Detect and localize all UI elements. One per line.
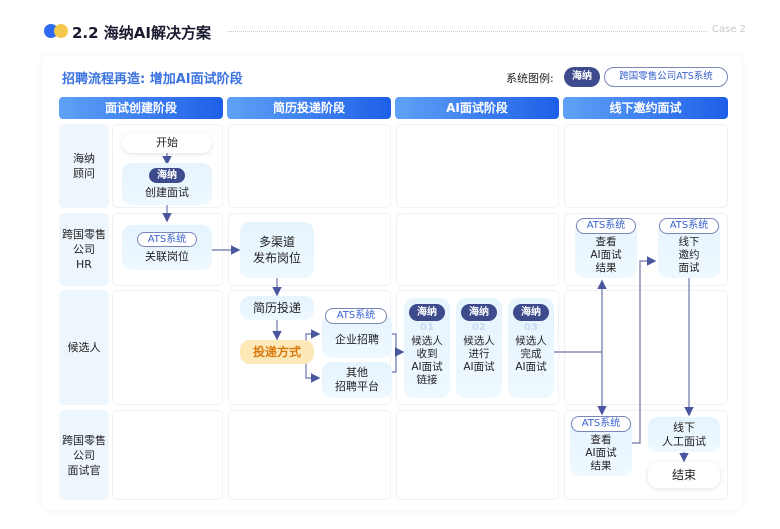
node-label: 候选人 收到 AI面试 链接 [411,335,443,386]
swimlane-cell [396,213,559,286]
legend-hn-badge: 海纳 [564,67,600,87]
legend-ats-badge: 跨国零售公司ATS系统 [604,67,728,87]
swimlane-cell [396,410,559,500]
role-label-hn-consultant: 海纳 顾问 [59,124,109,208]
swimlane-cell [564,290,728,405]
node-label: 创建面试 [145,186,189,199]
node-label: 候选人 进行 AI面试 [463,335,495,373]
node-ai-step-2: 海纳 02 候选人 进行 AI面试 [456,298,502,398]
phase-header-3: AI面试阶段 [395,97,559,119]
node-label: 线下 邀约 面试 [678,236,700,274]
node-create-interview: 海纳 创建面试 [122,163,212,205]
hn-badge: 海纳 [461,304,497,321]
node-label: 查看 AI面试 结果 [585,434,617,472]
node-ai-step-1: 海纳 01 候选人 收到 AI面试 链接 [404,298,450,398]
swimlane-cell [396,124,559,208]
step-number: 01 [420,322,434,333]
step-number: 02 [472,322,486,333]
ats-badge: ATS系统 [659,218,719,234]
node-hr-view-results: ATS系统 查看 AI面试 结果 [575,218,637,278]
swimlane-cell [228,124,391,208]
node-other-platforms: 其他 招聘平台 [322,362,392,398]
node-resume-submit: 简历投递 [240,296,314,320]
node-start: 开始 [122,133,212,153]
node-publish-job: 多渠道 发布岗位 [240,222,314,278]
swimlane-cell [112,410,223,500]
step-number: 03 [524,322,538,333]
diagram-subtitle: 招聘流程再造: 增加AI面试阶段 [62,72,243,87]
hn-badge: 海纳 [409,304,445,321]
node-end: 结束 [648,462,720,488]
node-interviewer-view-results: ATS系统 查看 AI面试 结果 [570,416,632,476]
role-label-candidate: 候选人 [59,290,109,405]
phase-header-4: 线下邀约面试 [563,97,728,119]
node-ai-step-3: 海纳 03 候选人 完成 AI面试 [508,298,554,398]
logo-dots [44,24,70,38]
node-link-job: ATS系统 关联岗位 [122,225,212,270]
swimlane-cell [112,290,223,405]
swimlane-cell [228,410,391,500]
role-label-hr: 跨国零售 公司 HR [59,213,109,286]
ats-badge: ATS系统 [325,308,387,324]
divider [228,31,708,32]
phase-header-1: 面试创建阶段 [59,97,223,119]
swimlane-cell [564,124,728,208]
phase-header-2: 简历投递阶段 [227,97,391,119]
node-label: 候选人 完成 AI面试 [515,335,547,373]
hn-badge: 海纳 [513,304,549,321]
node-label: 关联岗位 [145,249,189,263]
hn-badge: 海纳 [149,168,185,183]
node-label: 查看 AI面试 结果 [590,236,622,274]
ats-badge: ATS系统 [576,218,636,234]
node-offline-interview: 线下 人工面试 [648,417,720,452]
role-label-interviewer: 跨国零售 公司 面试官 [59,410,109,500]
case-label: Case 2 [712,24,747,35]
node-submit-method: 投递方式 [240,340,314,364]
ats-badge: ATS系统 [571,416,631,432]
page-title: 2.2 海纳AI解决方案 [72,24,211,42]
node-hr-offline-invite: ATS系统 线下 邀约 面试 [658,218,720,278]
ats-badge: ATS系统 [137,231,197,247]
legend-label: 系统图例: [506,72,554,85]
